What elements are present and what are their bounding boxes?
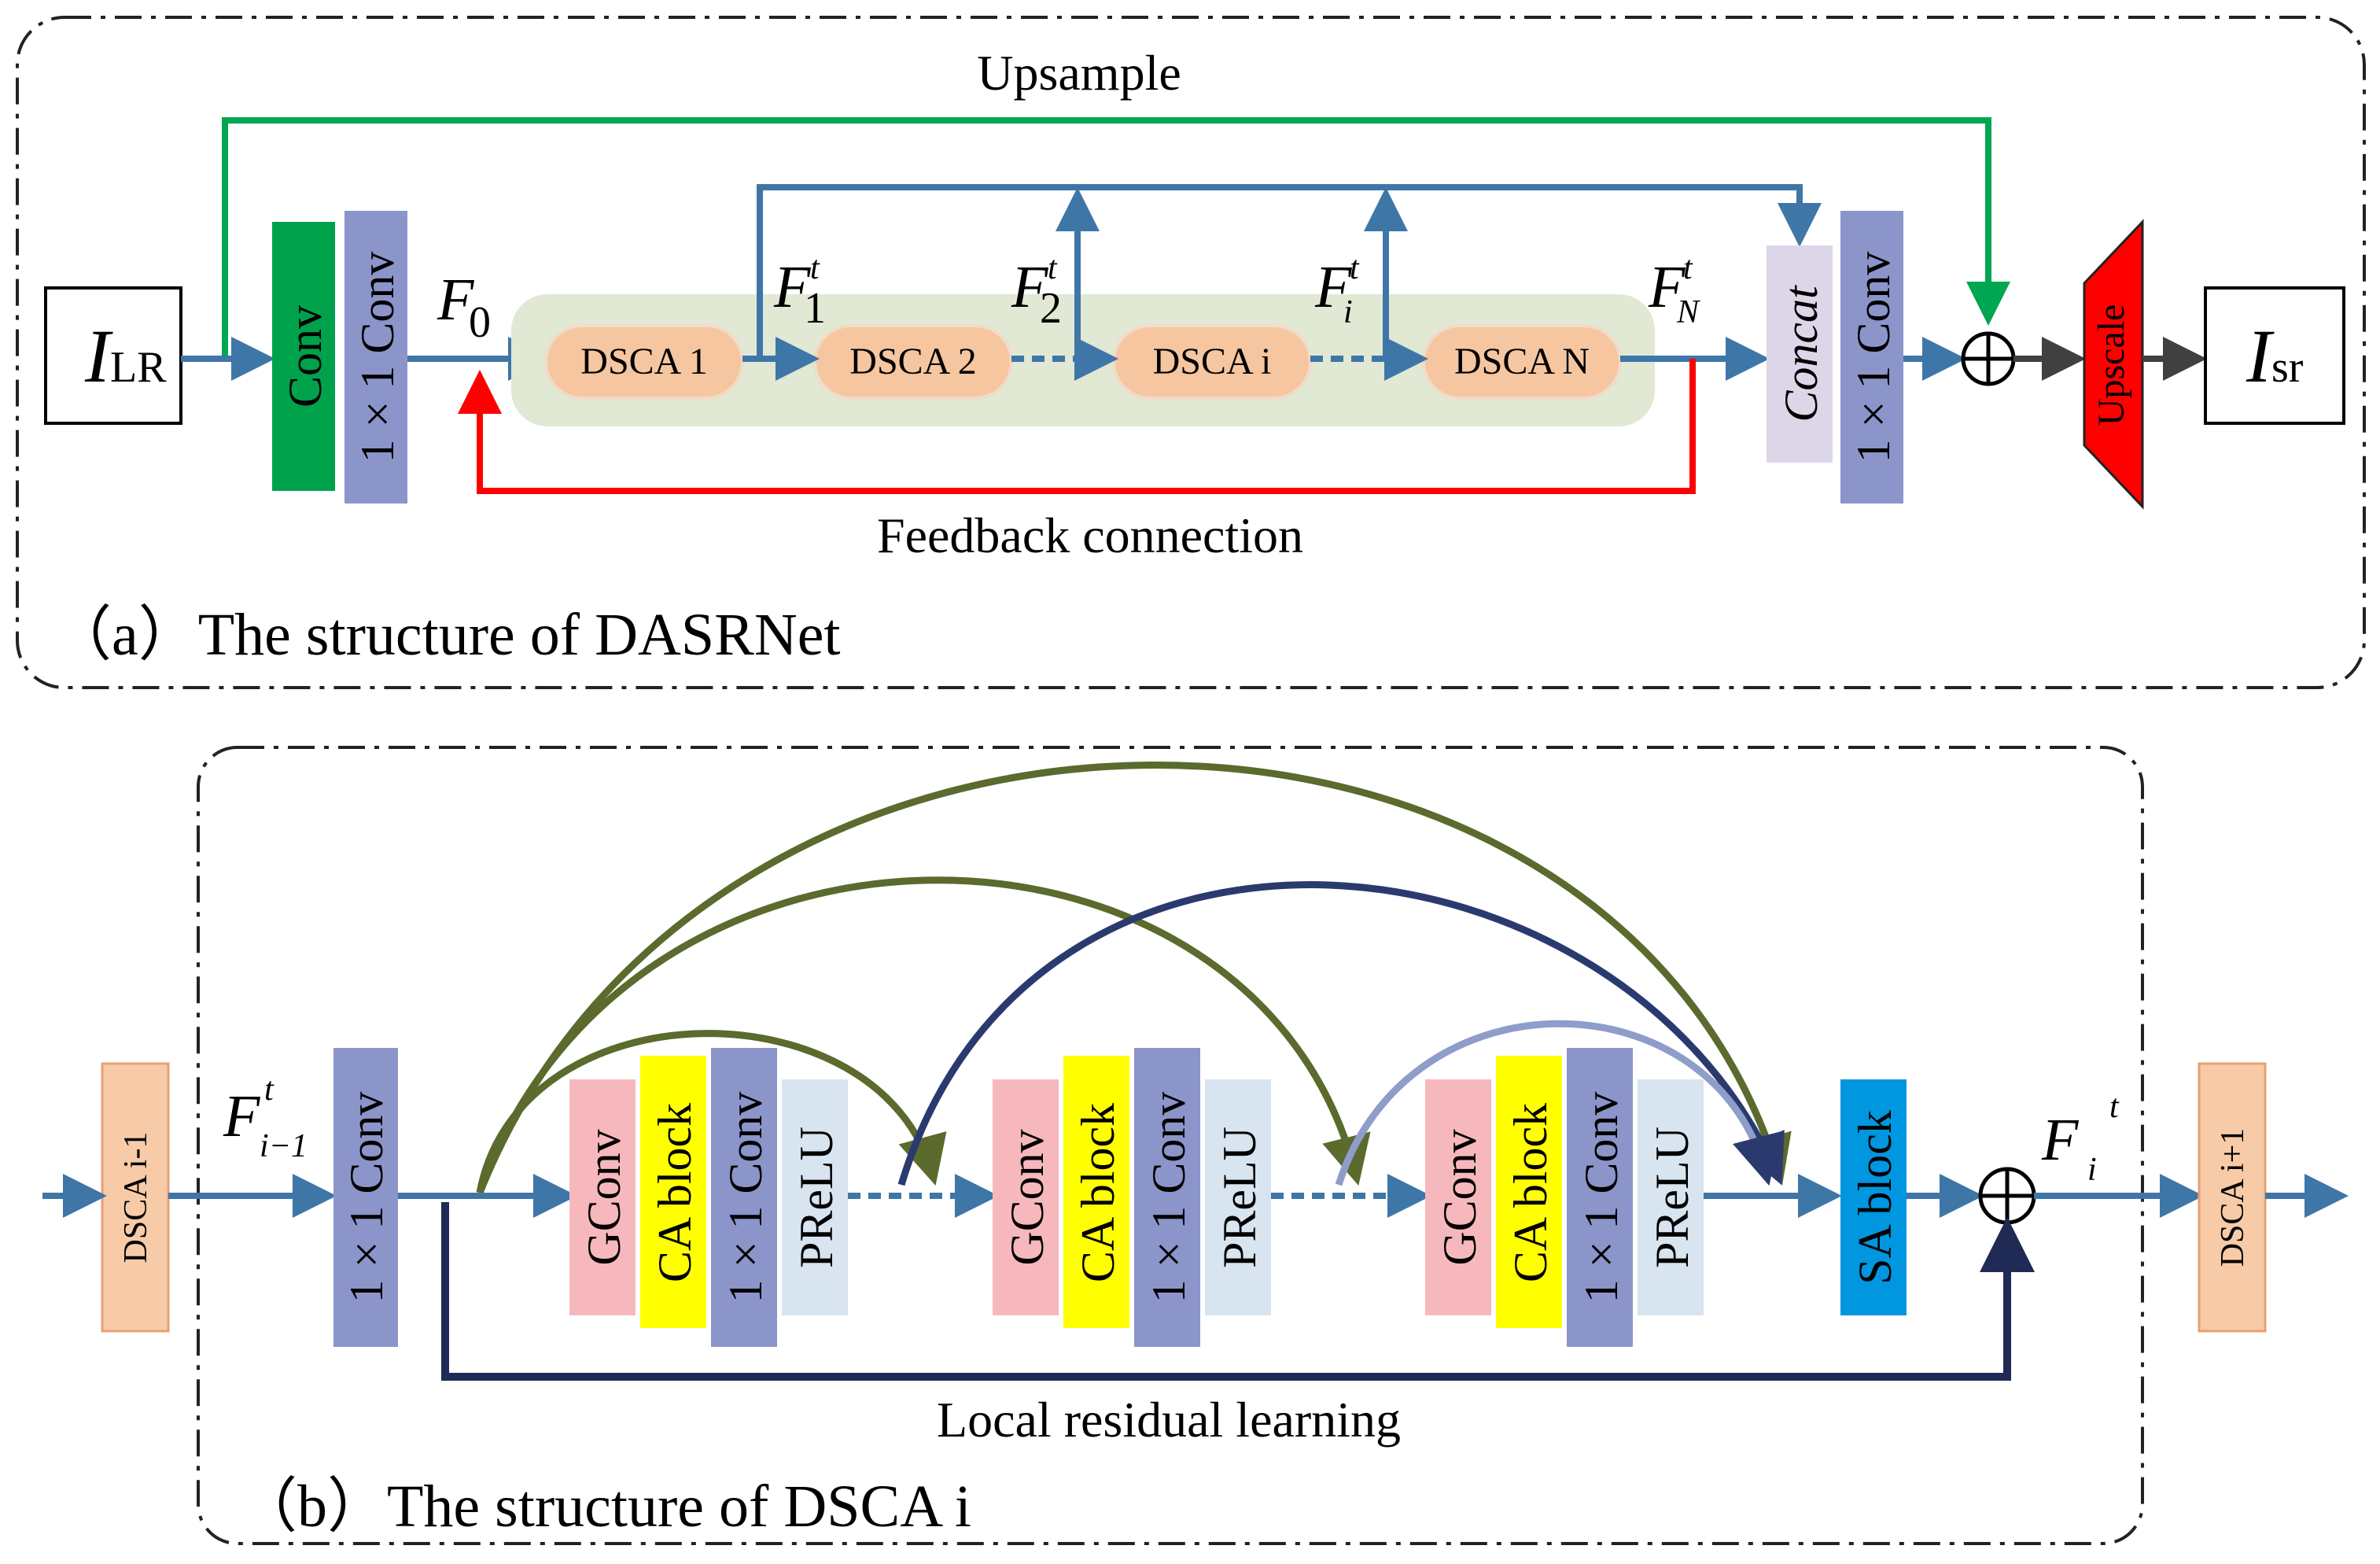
conv-block: [272, 222, 335, 491]
conv1x1-label-b: 1 × 1 Conv: [341, 1092, 392, 1304]
f2-sup: t: [1048, 250, 1058, 286]
ca-label-1: CA block: [649, 1103, 701, 1282]
prelu-block-3: [1638, 1079, 1704, 1315]
dsca-node-1-label: DSCA 1: [580, 341, 707, 382]
concat-block: [1767, 245, 1833, 463]
input-lr-label: I: [84, 314, 113, 398]
panel-a: Upsample I LR Conv 1 × 1 Conv F 0 DSCA 1…: [16, 16, 2366, 689]
fi-sup: t: [1350, 250, 1360, 286]
ca-block-2: [1063, 1056, 1129, 1328]
sa-label: SA block: [1849, 1110, 1901, 1285]
f1-label: F: [773, 254, 812, 320]
dsca-node-n-label: DSCA N: [1454, 341, 1590, 382]
panel-a-caption: （a）The structure of DASRNet: [52, 602, 841, 668]
conv-label: Conv: [279, 305, 331, 408]
upsample-label: Upsample: [977, 45, 1181, 101]
conv1x1-label-g1: 1 × 1 Conv: [720, 1092, 772, 1304]
panel-a-frame: [16, 16, 2366, 689]
bus-line: [757, 184, 1822, 359]
gconv-block-2: [993, 1079, 1059, 1315]
concat-label: Concat: [1775, 285, 1827, 422]
olive-arc-3: [476, 762, 1792, 1194]
conv1x1-block-g2: [1134, 1048, 1200, 1347]
conv1x1-block-g3: [1567, 1048, 1633, 1347]
navy-arc-1: [897, 881, 1785, 1186]
conv1x1-block-a2: [1840, 211, 1903, 504]
in-feature-sup: t: [264, 1072, 274, 1108]
panel-b: DSCA i-1 F t i−1 1 × 1 Conv GConv CA blo…: [42, 746, 2349, 1545]
gconv-label-3: GConv: [1434, 1129, 1486, 1265]
f1-sub: 1: [804, 284, 826, 333]
next-dsca-label: DSCA i+1: [2215, 1128, 2251, 1267]
feedback-arrow: [458, 359, 1696, 494]
f1-sup: t: [810, 250, 820, 286]
conv1x1-label-g2: 1 × 1 Conv: [1143, 1092, 1195, 1304]
gconv-label-1: GConv: [578, 1129, 630, 1265]
out-feature-label: F: [2041, 1107, 2080, 1173]
output-sr-box: [2204, 286, 2345, 425]
local-residual-arrow: [441, 1202, 2035, 1381]
fn-sub: N: [1676, 294, 1700, 330]
input-lr-sub: LR: [110, 343, 167, 392]
dsca-node-2-label: DSCA 2: [849, 341, 976, 382]
in-feature-sub: i−1: [260, 1128, 308, 1164]
group-1: GConv CA block 1 × 1 Conv PReLU: [569, 1048, 848, 1347]
ca-block-3: [1496, 1056, 1562, 1328]
group-2: GConv CA block 1 × 1 Conv PReLU: [993, 1048, 1271, 1347]
fi-sub: i: [1343, 294, 1353, 330]
fn-sup: t: [1683, 250, 1693, 286]
prelu-label-2: PReLU: [1214, 1127, 1266, 1268]
output-sr-sub: sr: [2271, 343, 2304, 392]
gconv-label-2: GConv: [1001, 1129, 1053, 1265]
conv1x1-label-a: 1 × 1 Conv: [352, 252, 403, 463]
fi-label: F: [1314, 254, 1353, 320]
conv1x1-label-a2: 1 × 1 Conv: [1848, 252, 1899, 463]
panel-b-frame: [197, 746, 2144, 1545]
in-feature-label: F: [223, 1083, 261, 1149]
gconv-block-3: [1425, 1079, 1491, 1315]
conv1x1-label-g3: 1 × 1 Conv: [1575, 1092, 1627, 1304]
f0-label: F: [437, 267, 475, 333]
conv1x1-block-g1: [711, 1048, 777, 1347]
lightnavy-arc: [1335, 1020, 1781, 1186]
prelu-label-1: PReLU: [790, 1127, 842, 1268]
output-sr-label: I: [2246, 314, 2275, 398]
panel-b-caption: （b）The structure of DSCA i: [238, 1474, 971, 1540]
ca-label-2: CA block: [1072, 1103, 1124, 1282]
out-feature-sup: t: [2109, 1089, 2120, 1125]
prelu-block-1: [782, 1079, 848, 1315]
prev-dsca-label: DSCA i-1: [118, 1132, 154, 1263]
group-3: GConv CA block 1 × 1 Conv PReLU: [1425, 1048, 1704, 1347]
ca-block-1: [640, 1056, 706, 1328]
next-dsca-block: [2198, 1062, 2267, 1333]
f0-sub: 0: [469, 298, 491, 347]
f2-sub: 2: [1040, 284, 1062, 333]
prev-dsca-block: [101, 1062, 170, 1333]
local-residual-label: Local residual learning: [937, 1392, 1401, 1448]
f2-label: F: [1011, 254, 1049, 320]
conv1x1-block-b: [333, 1048, 398, 1347]
conv1x1-block-a: [344, 211, 407, 504]
ca-label-3: CA block: [1505, 1103, 1557, 1282]
prelu-label-3: PReLU: [1646, 1127, 1698, 1268]
upsample-arrow: [222, 117, 2010, 359]
gconv-block-1: [569, 1079, 636, 1315]
dsca-node-i-label: DSCA i: [1153, 341, 1272, 382]
upscale-block: [2083, 219, 2144, 510]
sa-block: [1840, 1079, 1907, 1315]
fn-label: F: [1648, 254, 1686, 320]
feedback-label: Feedback connection: [877, 507, 1303, 563]
prelu-block-2: [1205, 1079, 1271, 1315]
out-feature-sub: i: [2087, 1152, 2097, 1188]
upscale-label: Upscale: [2091, 304, 2132, 426]
